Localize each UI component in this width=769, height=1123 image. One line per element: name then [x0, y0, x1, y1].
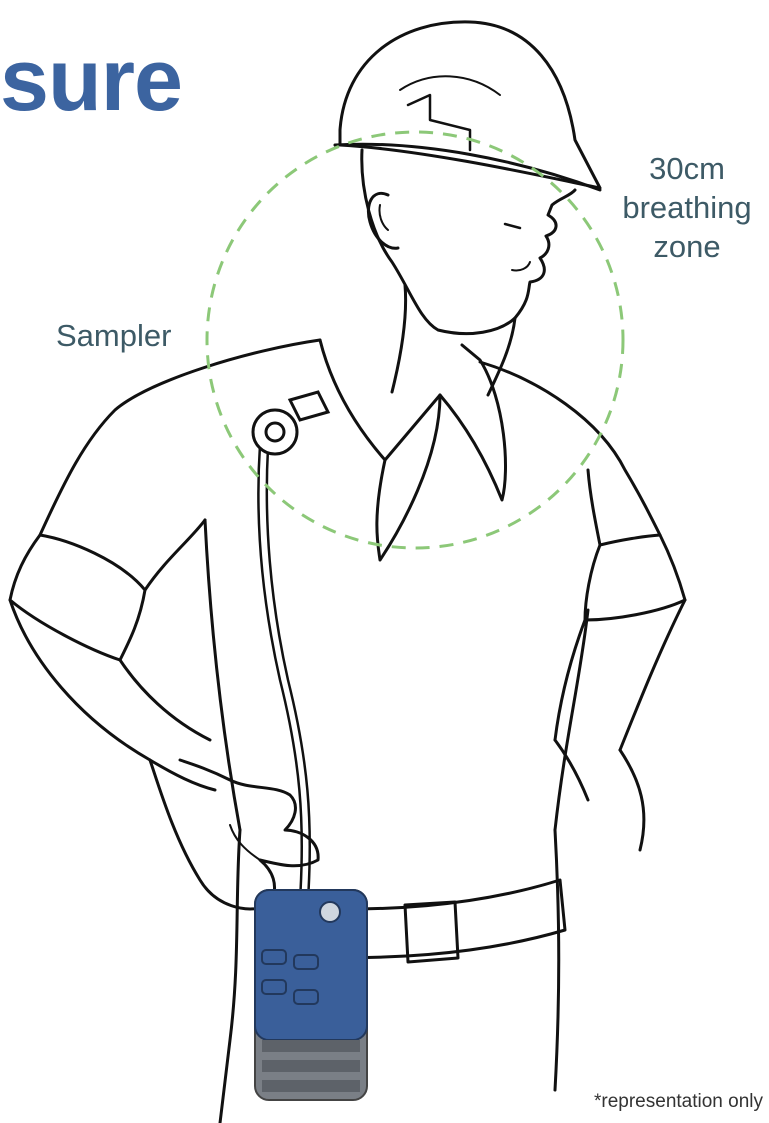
breathing-zone-circle — [207, 132, 623, 548]
hard-hat — [340, 22, 600, 188]
sampler-pump-device — [255, 890, 367, 1100]
sampler-head — [253, 392, 328, 454]
breathing-zone-label-line2: breathing — [612, 189, 762, 228]
breathing-zone-label-line1: 30cm — [612, 150, 762, 189]
footnote: *representation only — [594, 1091, 763, 1113]
breathing-zone-label-line3: zone — [612, 228, 762, 267]
shirt-collar — [320, 340, 506, 500]
breathing-zone-label: 30cm breathing zone — [612, 150, 762, 266]
sampler-label: Sampler — [56, 317, 171, 356]
